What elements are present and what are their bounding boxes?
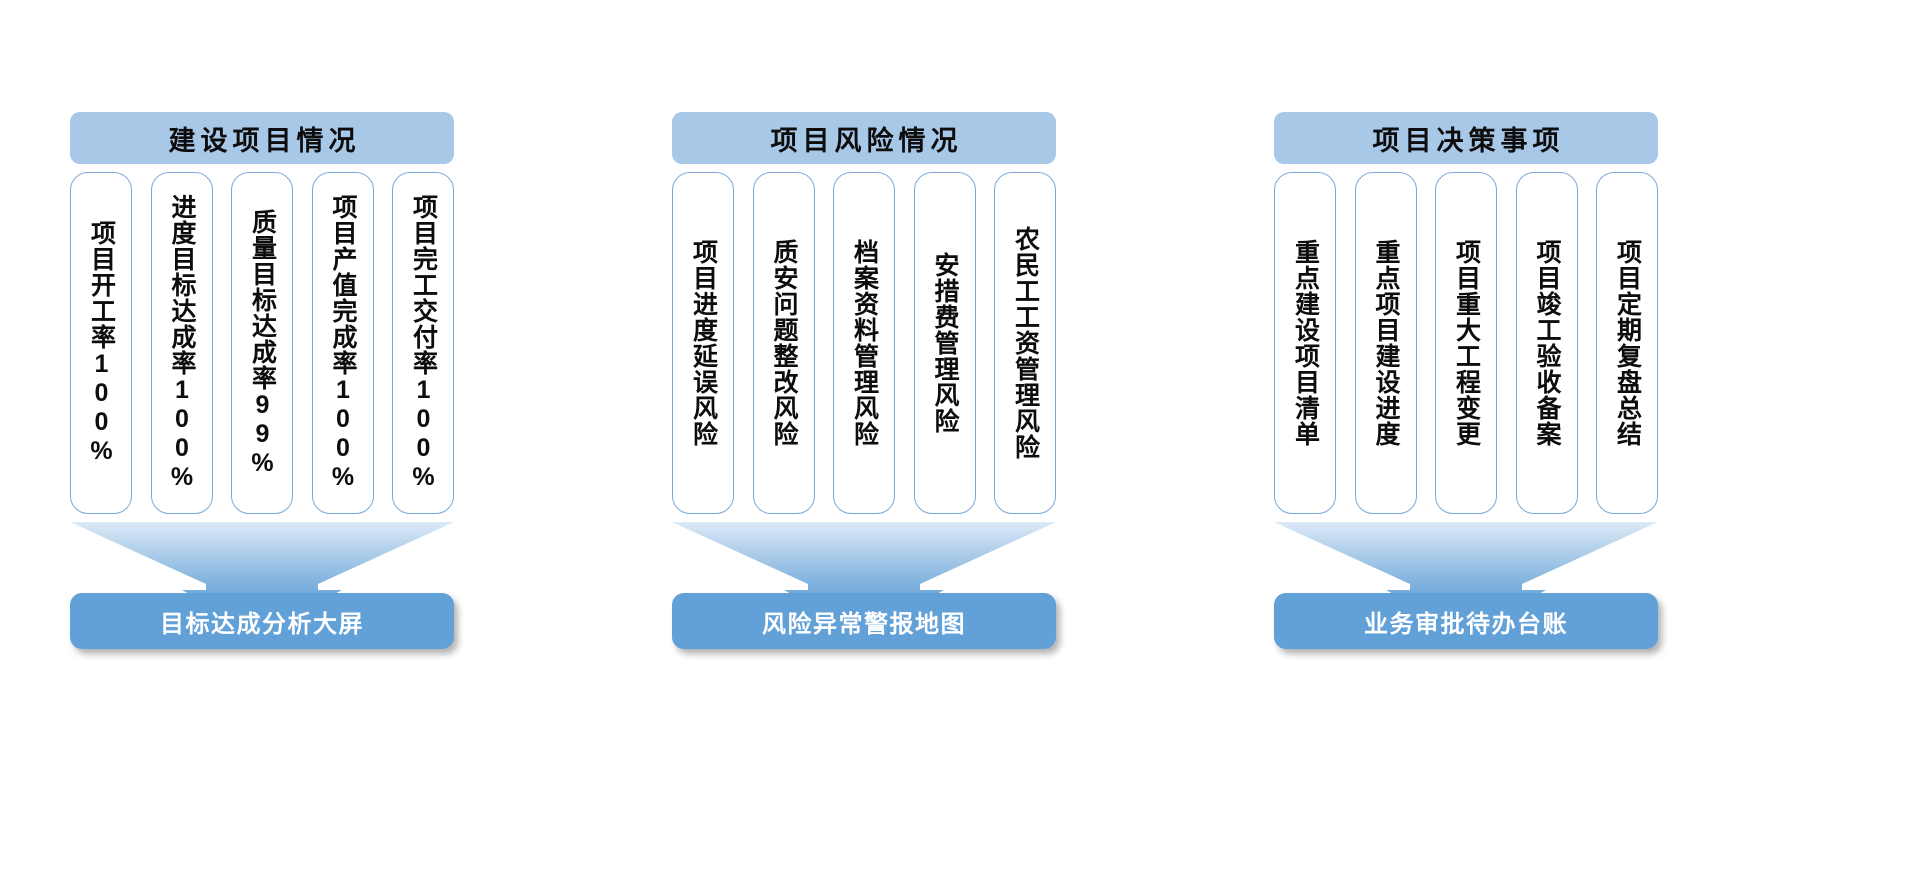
risk-card-archive-data-management[interactable]: 档案资料管理风险 [833,172,895,514]
result-banner-label: 目标达成分析大屏 [160,610,364,638]
result-banner-label: 业务审批待办台账 [1364,610,1568,638]
decision-card-completion-acceptance-filing[interactable]: 项目竣工验收备案 [1515,172,1578,514]
risk-card-label: 质安问题整改风险 [770,239,798,447]
risk-card-label: 安措费管理风险 [931,252,959,434]
result-banner-risk-alert-map[interactable]: 风险异常警报地图 [672,593,1056,649]
risk-card-safety-fee-management[interactable]: 安措费管理风险 [913,172,976,514]
metric-card-label: 进度目标达成率100% [168,194,196,492]
group-project-decisions: 项目决策事项 重点建设项目清单 重点项目建设进度 项目重大工程变更 项目竣工验收… [1274,0,1804,894]
metric-card-project-start-rate[interactable]: 项目开工率100% [70,172,132,514]
item-column-list-construction-projects: 项目开工率100% 进度目标达成率100% 质量目标达成率99% 项目产值完成率… [70,172,454,514]
risk-card-label: 档案资料管理风险 [850,239,879,447]
decision-card-major-engineering-change[interactable]: 项目重大工程变更 [1435,172,1497,514]
risk-card-label: 农民工工资管理风险 [1011,226,1040,460]
group-header-label: 项目风险情况 [770,125,963,156]
decision-card-label: 重点建设项目清单 [1291,239,1320,447]
item-column-list-project-risks: 项目进度延误风险 质安问题整改风险 档案资料管理风险 安措费管理风险 农民工工资… [672,172,1056,514]
decision-card-periodic-review-summary[interactable]: 项目定期复盘总结 [1596,172,1658,514]
decision-card-label: 重点项目建设进度 [1372,239,1400,447]
decision-card-label: 项目竣工验收备案 [1533,239,1561,447]
risk-card-quality-safety-rectification[interactable]: 质安问题整改风险 [752,172,815,514]
metric-card-completion-delivery-rate[interactable]: 项目完工交付率100% [392,172,454,514]
group-header-construction-projects: 建设项目情况 [70,112,454,164]
metric-card-label: 项目开工率100% [87,220,116,466]
decision-card-key-project-list[interactable]: 重点建设项目清单 [1274,172,1336,514]
group-construction-projects: 建设项目情况 项目开工率100% 进度目标达成率100% 质量目标达成率99% … [70,0,600,894]
result-banner-target-achievement-dashboard[interactable]: 目标达成分析大屏 [70,593,454,649]
metric-card-label: 质量目标达成率99% [248,208,277,478]
risk-card-migrant-worker-wage-management[interactable]: 农民工工资管理风险 [994,172,1056,514]
decision-card-label: 项目定期复盘总结 [1613,239,1642,447]
result-banner-label: 风险异常警报地图 [762,610,966,638]
decision-card-key-project-progress[interactable]: 重点项目建设进度 [1354,172,1417,514]
metric-card-label: 项目产值完成率100% [329,194,357,492]
group-header-label: 项目决策事项 [1372,125,1565,156]
group-header-project-decisions: 项目决策事项 [1274,112,1658,164]
item-column-list-project-decisions: 重点建设项目清单 重点项目建设进度 项目重大工程变更 项目竣工验收备案 项目定期… [1274,172,1658,514]
group-header-label: 建设项目情况 [168,125,361,156]
metric-card-schedule-goal-rate[interactable]: 进度目标达成率100% [150,172,213,514]
group-header-project-risks: 项目风险情况 [672,112,1056,164]
result-banner-approval-todo-ledger[interactable]: 业务审批待办台账 [1274,593,1658,649]
risk-card-schedule-delay[interactable]: 项目进度延误风险 [672,172,734,514]
metric-card-output-value-rate[interactable]: 项目产值完成率100% [311,172,374,514]
metric-card-label: 项目完工交付率100% [409,194,438,492]
decision-card-label: 项目重大工程变更 [1452,239,1481,447]
risk-card-label: 项目进度延误风险 [689,239,718,447]
metric-card-quality-goal-rate[interactable]: 质量目标达成率99% [231,172,293,514]
group-project-risks: 项目风险情况 项目进度延误风险 质安问题整改风险 档案资料管理风险 安措费管理风… [672,0,1202,894]
